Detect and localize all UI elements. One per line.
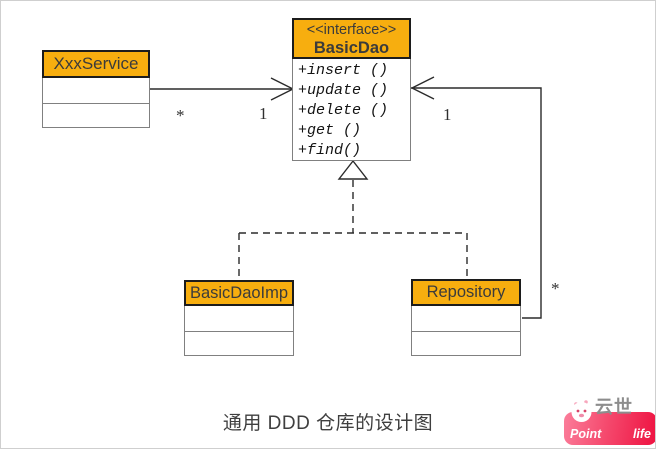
- class-repository: Repository: [411, 279, 521, 356]
- class-basicdaoimp-attributes-compartment: [184, 306, 294, 332]
- multiplicity-dao-left: 1: [259, 104, 268, 123]
- watermark-white-text-left: Point: [570, 427, 602, 441]
- class-repository-name: Repository: [411, 279, 521, 306]
- watermark-white-text: Point life: [564, 427, 655, 441]
- class-repository-operations-compartment: [411, 332, 521, 356]
- multiplicity-repository-side: *: [551, 279, 560, 298]
- class-basicdaoimp-name: BasicDaoImp: [184, 280, 294, 306]
- method-find: +find(): [298, 142, 362, 159]
- class-xxxservice: XxxService: [42, 50, 150, 128]
- realization-dashed-lines: [238, 180, 468, 279]
- method-delete: +delete (): [298, 102, 389, 119]
- multiplicity-dao-right: 1: [443, 105, 452, 124]
- method-update: +update (): [298, 82, 389, 99]
- method-insert: +insert (): [298, 62, 389, 79]
- multiplicity-service-side: *: [176, 106, 185, 125]
- class-basicdaoimp-operations-compartment: [184, 332, 294, 356]
- cartoon-mascot-icon: [571, 398, 592, 422]
- open-arrowhead-right-icon: [410, 76, 435, 100]
- interface-basicdao: <<interface>> BasicDao +insert () +updat…: [292, 18, 411, 161]
- class-basicdaoimp: BasicDaoImp: [184, 280, 294, 356]
- watermark-badge: 云世 Point life: [564, 397, 655, 448]
- diagram-caption: 通用 DDD 仓库的设计图: [222, 413, 434, 434]
- interface-basicdao-header: <<interface>> BasicDao: [292, 18, 411, 59]
- generalization-triangle-icon: [337, 159, 369, 180]
- class-xxxservice-name: XxxService: [42, 50, 150, 78]
- class-repository-attributes-compartment: [411, 306, 521, 332]
- method-get: +get (): [298, 122, 362, 139]
- open-arrowhead-left-icon: [270, 77, 295, 101]
- watermark-white-text-right: life: [632, 427, 651, 441]
- class-xxxservice-attributes-compartment: [42, 78, 150, 104]
- watermark-gray-text: 云世: [595, 397, 633, 417]
- interface-basicdao-methods-compartment: +insert () +update () +delete () +get ()…: [292, 59, 411, 161]
- interface-stereotype: <<interface>>: [306, 22, 397, 38]
- class-xxxservice-operations-compartment: [42, 104, 150, 128]
- interface-basicdao-name: BasicDao: [313, 39, 390, 57]
